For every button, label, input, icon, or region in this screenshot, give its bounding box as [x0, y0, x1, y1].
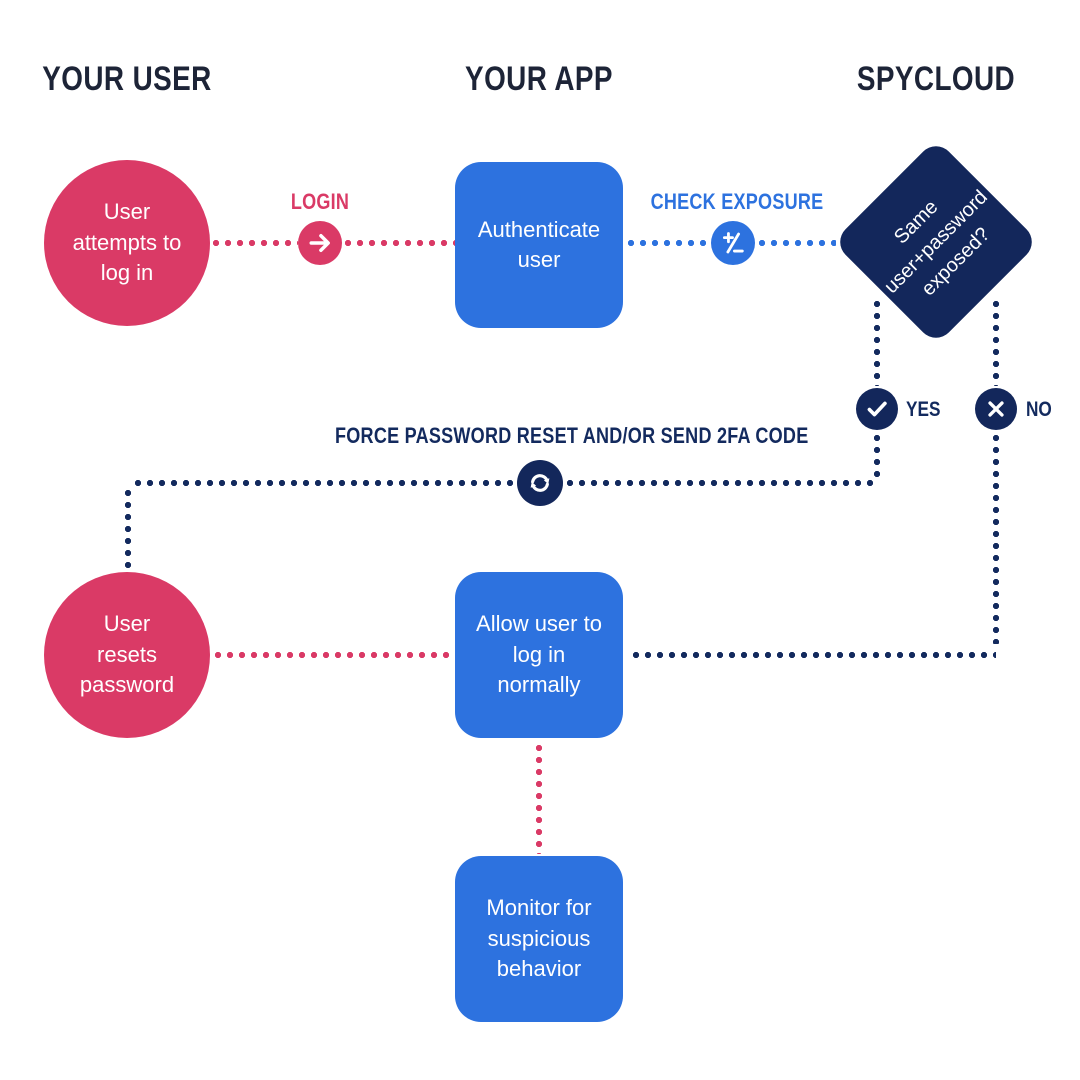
column-header-your-user: YOUR USER — [42, 60, 212, 98]
node-allow-label: Allow user to log in normally — [476, 611, 602, 698]
connector-login-left — [210, 239, 298, 247]
connector-no-to-allow — [630, 651, 996, 659]
edge-label-login: LOGIN — [290, 189, 350, 214]
connector-reset-to-allow — [212, 651, 455, 659]
login-arrow-badge — [298, 221, 342, 265]
connector-check-right — [756, 239, 836, 247]
no-badge — [975, 388, 1017, 430]
edge-label-no: NO — [1026, 398, 1052, 421]
connector-login-right — [342, 239, 456, 247]
connector-allow-to-monitor — [535, 742, 543, 854]
node-monitor: Monitor for suspicious behavior — [455, 856, 623, 1022]
column-header-spycloud: SPYCLOUD — [856, 60, 1016, 98]
node-monitor-label: Monitor for suspicious behavior — [486, 895, 592, 982]
edge-label-check-exposure: CHECK EXPOSURE — [650, 189, 824, 214]
arrow-right-icon — [306, 229, 334, 257]
node-user-attempts: User attempts to log in — [44, 160, 210, 326]
connector-yes-down — [873, 432, 881, 478]
node-user-attempts-label: User attempts to log in — [72, 199, 182, 286]
node-allow: Allow user to log in normally — [455, 572, 623, 738]
edge-label-yes: YES — [906, 398, 941, 421]
connector-force-horizontal — [132, 479, 876, 487]
node-reset: User resets password — [44, 572, 210, 738]
node-authenticate-label: Authenticate user — [477, 216, 601, 272]
connector-diamond-yes — [873, 298, 881, 386]
node-exposed: Same user+password exposed? — [814, 120, 1057, 363]
force-reset-badge — [517, 460, 563, 506]
yes-badge — [856, 388, 898, 430]
x-mark-icon — [983, 396, 1009, 422]
edge-label-force-reset: FORCE PASSWORD RESET AND/OR SEND 2FA COD… — [335, 423, 809, 448]
node-reset-label: User resets password — [79, 611, 175, 698]
checkmark-icon — [863, 395, 891, 423]
check-exposure-badge — [711, 221, 755, 265]
refresh-icon — [525, 468, 555, 498]
connector-no-down — [992, 432, 1000, 644]
connector-diamond-no — [992, 298, 1000, 386]
connector-force-down-left — [124, 487, 132, 571]
plus-minus-icon — [719, 229, 747, 257]
connector-check-left — [625, 239, 711, 247]
column-header-your-app: YOUR APP — [465, 60, 613, 98]
node-authenticate: Authenticate user — [455, 162, 623, 328]
